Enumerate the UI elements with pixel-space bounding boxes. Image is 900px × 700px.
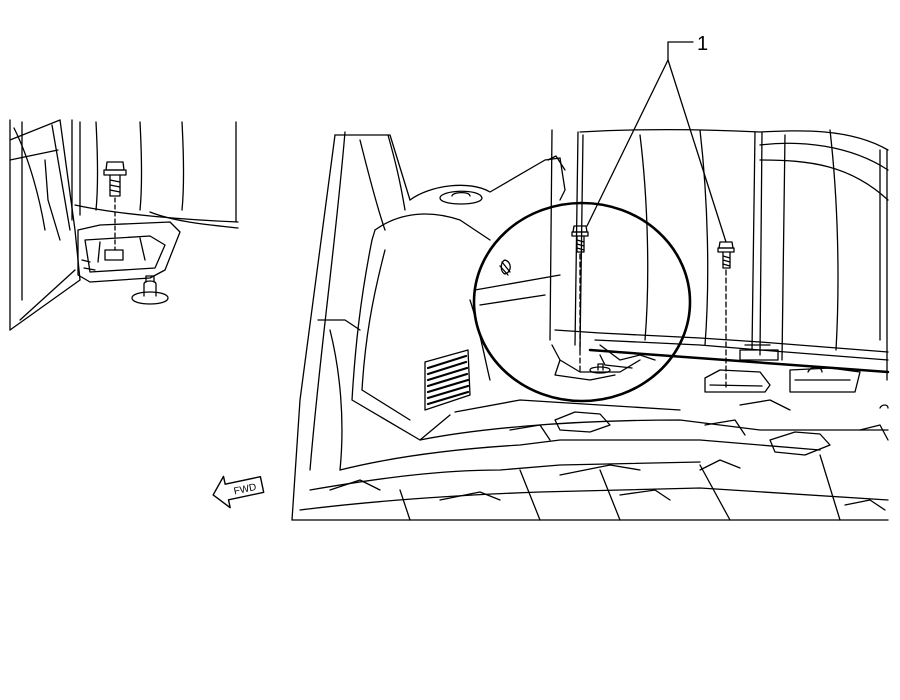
main-vehicle-view	[291, 129, 890, 521]
right-seat-bracket	[704, 344, 861, 393]
fwd-arrow-icon: FWD	[212, 475, 265, 509]
callout-number-label: 1	[697, 33, 708, 55]
detail-highlight-circle	[472, 201, 692, 403]
seat-bolt-left	[571, 225, 611, 374]
callout-leader-lines	[586, 41, 727, 243]
seat-bolt-right	[717, 241, 735, 389]
inset-detail-view	[9, 119, 239, 331]
speaker-grille	[424, 349, 471, 411]
fwd-direction-label: FWD	[233, 482, 258, 497]
